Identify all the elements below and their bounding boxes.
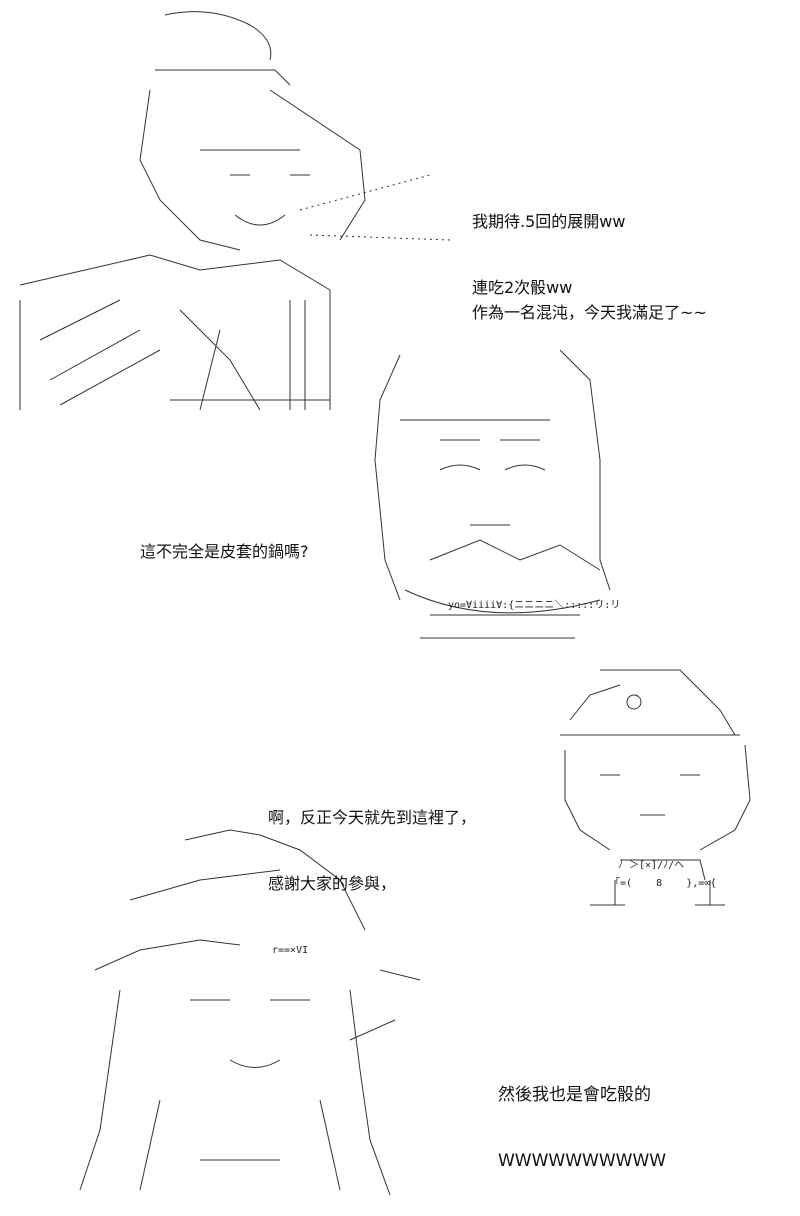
dialogue-2-line-1: 作為一名混沌，今天我滿足了~~ [472,303,707,322]
art-mark-feet: 「=( 8 },=∞{ [610,878,717,889]
dialogue-5: 然後我也是會吃骰的 WWWWWWWWWW [498,1040,666,1216]
dialogue-5-line-1: 然後我也是會吃骰的 [498,1085,651,1105]
dialogue-4-line-2: 感謝大家的參與， [268,874,397,893]
art-mark-hat: ﾉ ＞[×]/ﾉ/ヘ [618,860,685,871]
figure-longhair-character [79,829,421,1196]
dialogue-3: 這不完全是皮套的鍋嗎? [140,497,309,607]
dialogue-4: 啊，反正今天就先到這裡了， 感謝大家的參與， [268,763,476,939]
dialogue-4-line-1: 啊，反正今天就先到這裡了， [268,808,477,827]
dialogue-1-line-2: 連吃2次骰ww [472,278,573,297]
dialogue-1-line-1: 我期待.5回的展開ww [472,212,626,231]
figure-pointing-character [19,11,451,411]
figure-chibi-character [560,669,751,906]
art-mark-face: yo=∀iiii∀:{ニニニニ＼:::::リ:リ [448,600,621,611]
dialogue-3-line-1: 這不完全是皮套的鍋嗎? [140,542,309,561]
dialogue-5-line-2: WWWWWWWWWW [498,1151,667,1171]
figure-calm-character [374,349,611,639]
art-mark-label: r==×VI [272,945,309,956]
dialogue-2: 作為一名混沌，今天我滿足了~~ [472,258,707,368]
dialogue-1: 我期待.5回的展開ww 連吃2次骰ww [472,167,625,343]
